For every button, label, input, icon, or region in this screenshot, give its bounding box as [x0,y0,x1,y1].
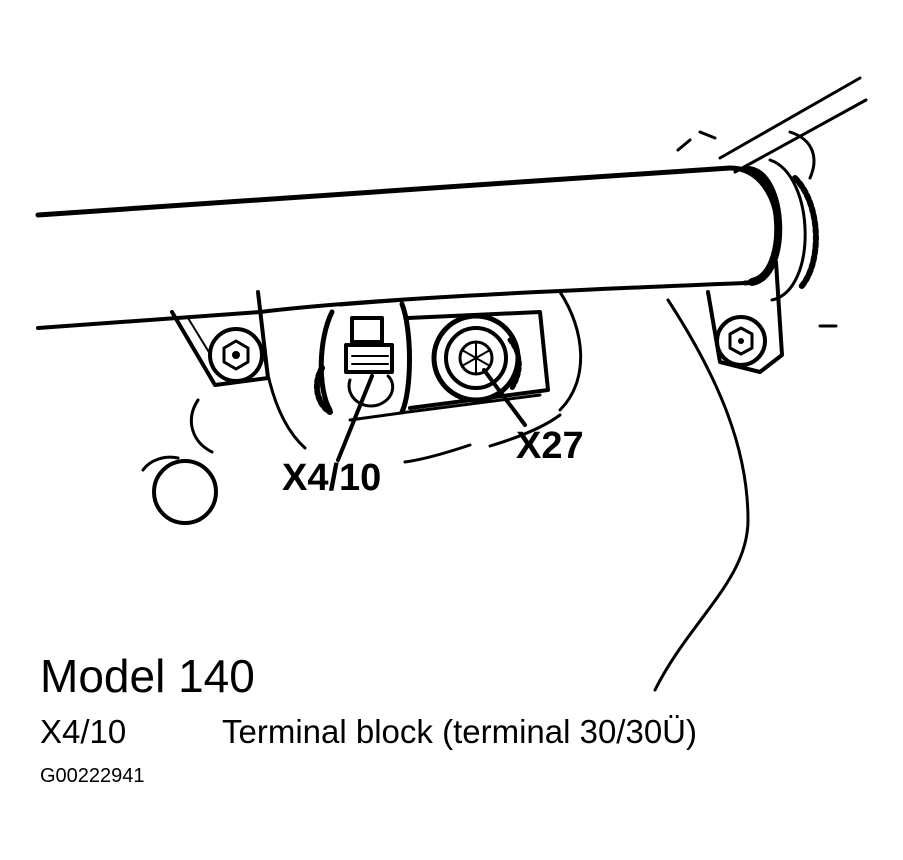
right-mounting-bracket [706,260,838,374]
terminal-block-x4-10 [313,298,550,422]
model-title: Model 140 [40,650,255,702]
leader-line-x27 [482,368,527,427]
cross-member-tube [35,130,819,330]
callout-x27: X27 [516,425,584,467]
body-panel-outline [141,290,750,692]
figure-id: G00222941 [40,765,145,787]
diagonal-brace [718,76,868,180]
legend-code: X4/10 [40,713,127,750]
callout-x4-10: X4/10 [282,457,381,499]
left-mounting-bracket [170,290,270,387]
legend-description: Terminal block (terminal 30/30Ü) [222,713,698,750]
terminal-x27 [431,313,522,403]
leader-line-x4-10 [336,374,374,462]
terminal-block-diagram: X4/10 X27 [35,76,868,692]
